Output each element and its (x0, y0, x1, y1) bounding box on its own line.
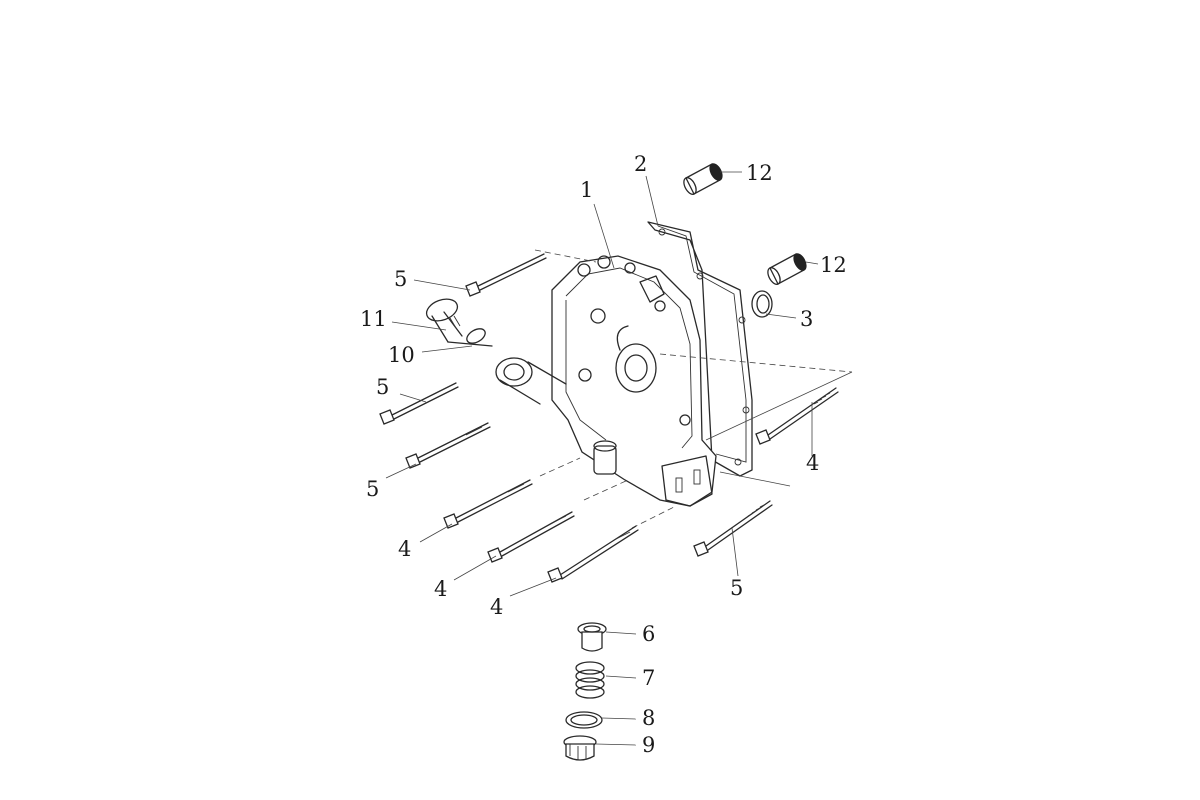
bolt-5-lower-right (693, 500, 773, 557)
callout-5a: 5 (394, 267, 407, 291)
bolt-4-b (487, 511, 575, 563)
cover-gasket (647, 221, 753, 477)
assembly-guide-lines (534, 249, 853, 529)
crankcase-cover (495, 255, 717, 507)
dowel-pin-right (767, 253, 807, 285)
callout-4c: 4 (490, 595, 503, 619)
callout-5b: 5 (376, 375, 389, 399)
bolt-4-c (547, 525, 639, 583)
callout-12b: 12 (820, 253, 847, 277)
bolt-4-a (443, 479, 533, 529)
collar-part-6 (577, 622, 607, 652)
dowel-pin-top (683, 163, 723, 195)
leader-lines (385, 171, 819, 746)
bolt-5-left (379, 382, 459, 425)
oil-dipstick (425, 298, 493, 347)
callout-4d: 4 (806, 451, 819, 475)
dipstick-o-ring (466, 328, 486, 344)
callout-4a: 4 (398, 537, 411, 561)
callout-11: 11 (360, 307, 387, 331)
callout-2: 2 (634, 152, 647, 176)
callout-5c: 5 (366, 477, 379, 501)
plug-part-9 (563, 735, 597, 761)
callout-3: 3 (800, 307, 813, 331)
callout-1: 1 (580, 178, 593, 202)
washer-part-8 (565, 711, 603, 729)
callout-4b: 4 (434, 577, 447, 601)
spring-part-7 (575, 661, 605, 699)
oil-seal (751, 290, 773, 318)
bolt-5-top (465, 253, 547, 297)
callout-8: 8 (642, 706, 655, 730)
callout-12a: 12 (746, 161, 773, 185)
bolt-5-lower-left (405, 422, 491, 469)
bolt-4-right (755, 387, 839, 445)
callout-9: 9 (642, 733, 655, 757)
callout-7: 7 (642, 666, 655, 690)
callout-10: 10 (388, 343, 415, 367)
callout-5d: 5 (730, 576, 743, 600)
callout-6: 6 (642, 622, 655, 646)
